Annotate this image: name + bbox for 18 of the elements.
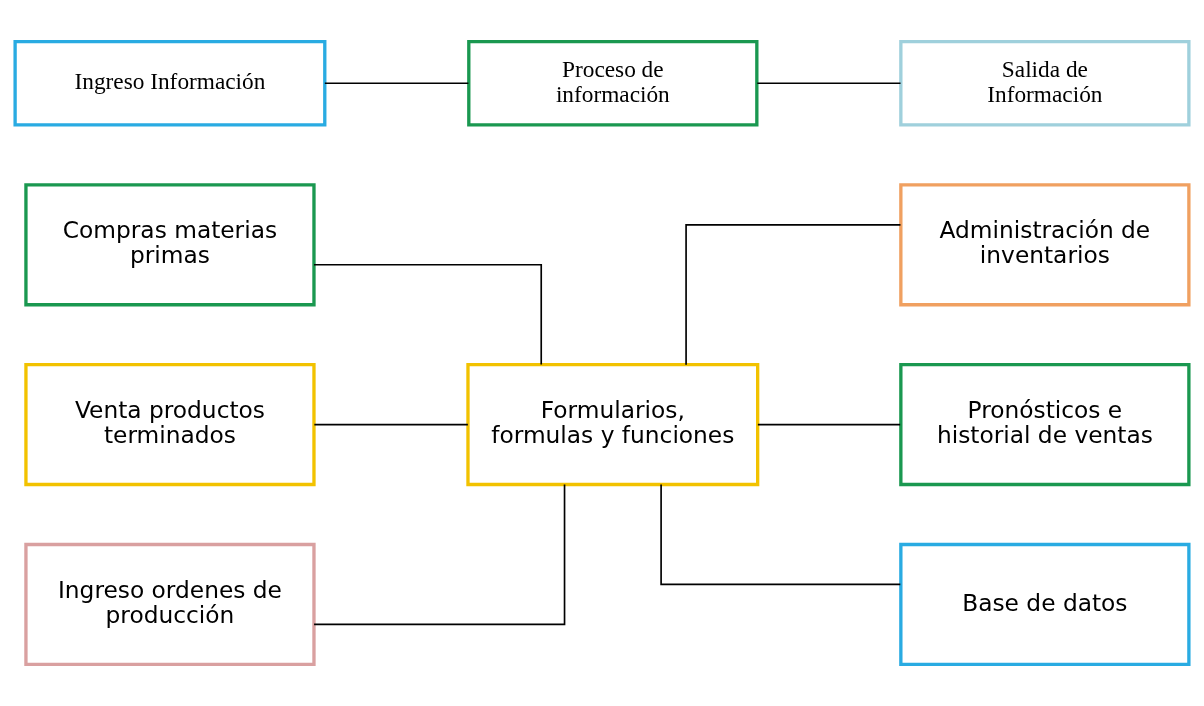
node-box: Administración de inventarios [899,183,1191,307]
connector [313,423,469,426]
node-box: Pronósticos e historial de ventas [899,363,1191,487]
node-box: Ingreso Información [13,40,327,127]
connector [757,423,902,426]
node-box: Compras materias primas [24,183,316,307]
connector [324,82,470,85]
connector [660,483,902,586]
node-box: Ingreso ordenes de producción [24,542,316,666]
node-box: Proceso de información [467,40,759,127]
node-box: Salida de Información [899,40,1191,127]
node-box: Formularios, formulas y funciones [466,363,760,487]
connector [685,223,902,366]
node-box: Venta productos terminados [24,363,316,487]
node-box: Base de datos [899,542,1191,666]
connector [756,82,902,85]
connector [313,263,543,366]
connector [313,483,566,626]
